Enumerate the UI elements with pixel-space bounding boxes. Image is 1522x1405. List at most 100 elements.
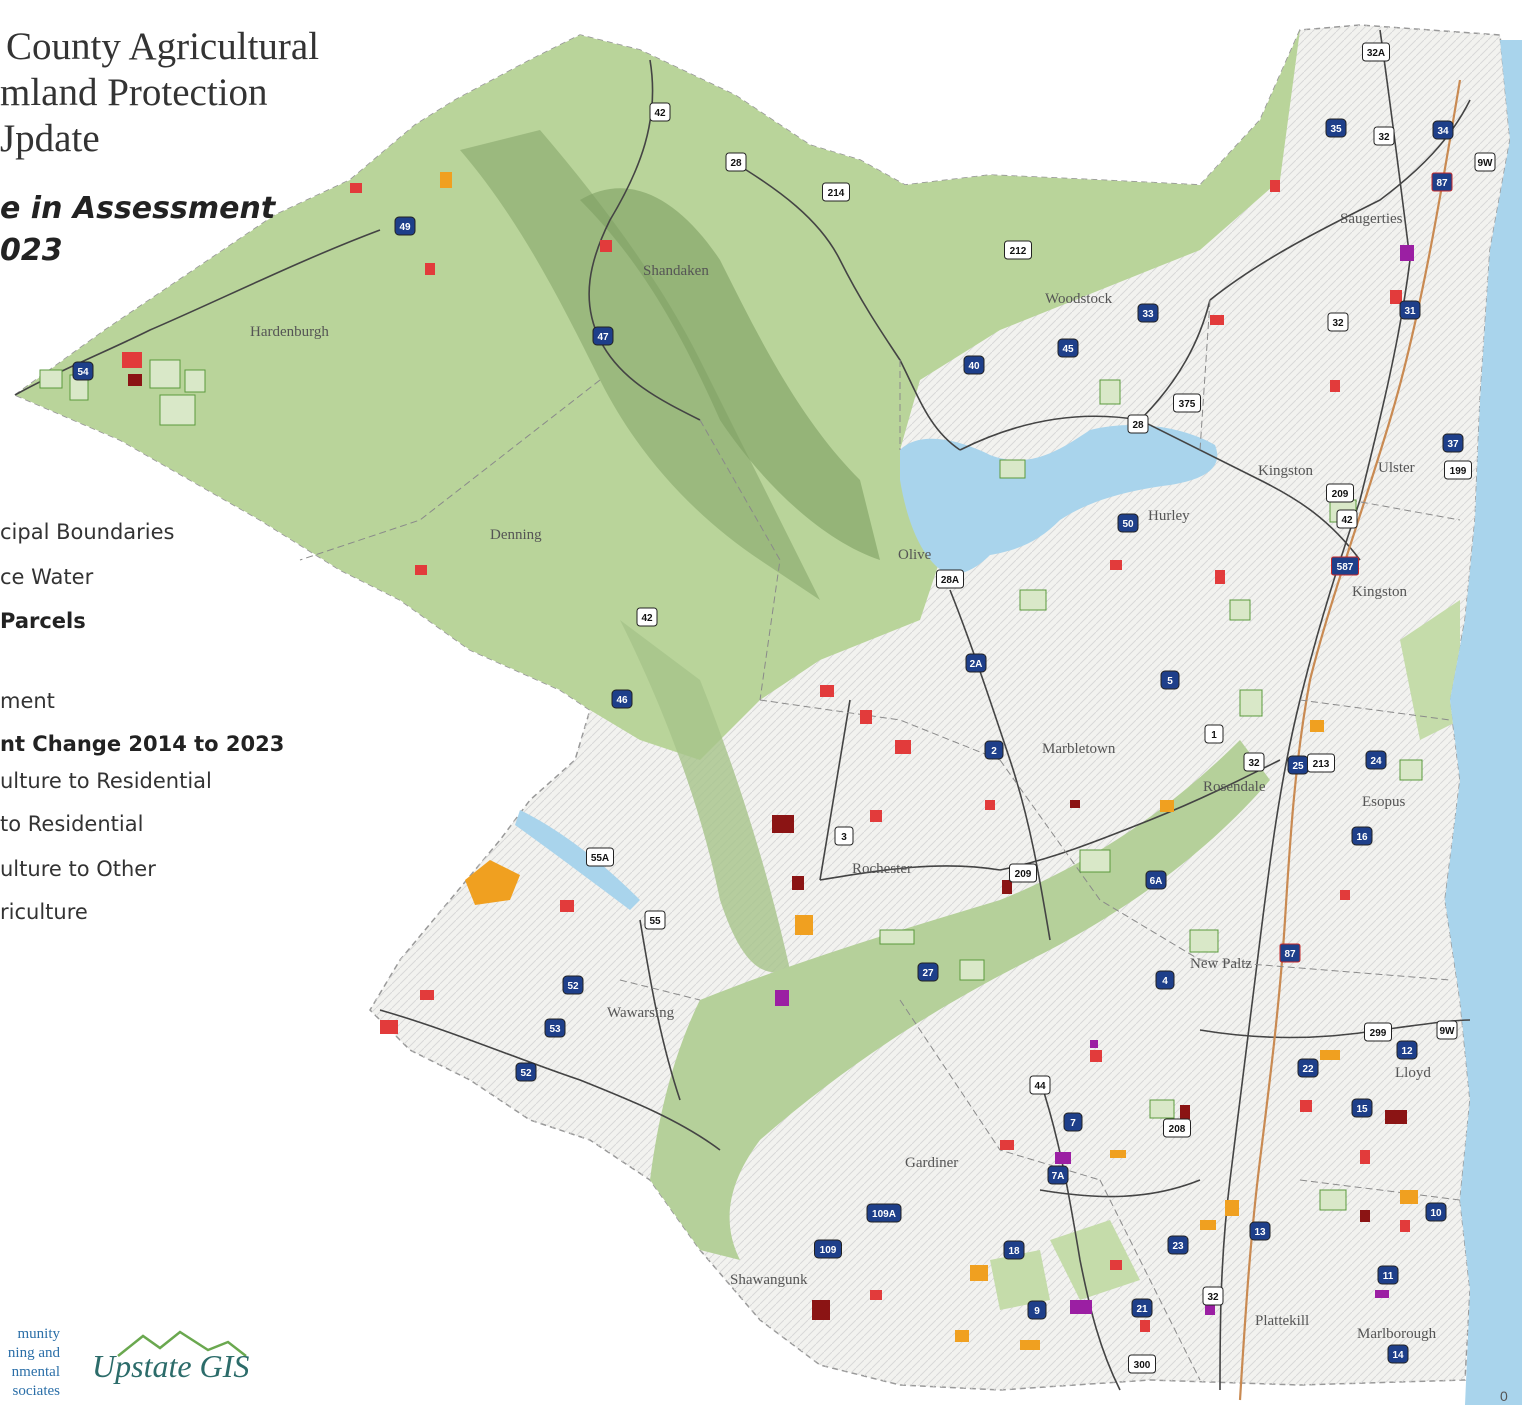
route-shield-label: 1 bbox=[1211, 730, 1217, 741]
route-shield: 213 bbox=[1307, 753, 1335, 773]
route-shield-label: 27 bbox=[922, 968, 934, 979]
route-shield-label: 55A bbox=[591, 853, 609, 864]
place-label: Marlborough bbox=[1357, 1326, 1437, 1342]
route-shield: 300 bbox=[1128, 1354, 1156, 1374]
legend-ag-to-other: ulture to Other bbox=[0, 857, 156, 881]
route-shield: 28 bbox=[1127, 414, 1149, 434]
change-to-residential bbox=[128, 374, 1407, 1320]
route-shield-label: 15 bbox=[1356, 1104, 1368, 1115]
route-shield: 32 bbox=[1373, 126, 1395, 146]
route-shield: 299 bbox=[1364, 1022, 1392, 1042]
route-shield-label: 10 bbox=[1430, 1208, 1442, 1219]
ashokan-reservoir bbox=[900, 425, 1218, 574]
place-label: Rosendale bbox=[1203, 779, 1266, 795]
change-ag-to-residential bbox=[122, 172, 1410, 1332]
route-shield: 7A bbox=[1047, 1165, 1069, 1185]
route-shield-label: 52 bbox=[567, 981, 579, 992]
route-shield-label: 212 bbox=[1010, 246, 1027, 257]
route-shield-label: 40 bbox=[968, 361, 980, 372]
route-shield: 35 bbox=[1325, 118, 1347, 138]
legend-assessment: ment bbox=[0, 689, 55, 713]
route-shield-label: 52 bbox=[520, 1068, 532, 1079]
route-shield-label: 300 bbox=[1134, 1360, 1151, 1371]
change-ag-to-other bbox=[465, 720, 1418, 1350]
legend-municipal-boundaries: cipal Boundaries bbox=[0, 520, 175, 544]
route-shield: 25 bbox=[1287, 755, 1309, 775]
route-shield-label: 7A bbox=[1052, 1171, 1065, 1182]
route-shield-label: 208 bbox=[1169, 1124, 1186, 1135]
legend-to-agriculture: riculture bbox=[0, 900, 88, 924]
title-line: mland Protection bbox=[0, 71, 268, 114]
route-shield: 49 bbox=[394, 216, 416, 236]
route-shield-label: 9 bbox=[1034, 1306, 1040, 1317]
route-shield: 214 bbox=[822, 182, 850, 202]
place-label: Marbletown bbox=[1042, 741, 1116, 757]
route-shield-label: 16 bbox=[1356, 832, 1368, 843]
route-shield-label: 213 bbox=[1313, 759, 1330, 770]
route-shield: 31 bbox=[1399, 300, 1421, 320]
route-shield-label: 109 bbox=[820, 1245, 837, 1256]
place-label: Saugerties bbox=[1340, 211, 1403, 227]
route-shield-label: 214 bbox=[828, 188, 845, 199]
route-shield: 16 bbox=[1351, 826, 1373, 846]
route-shield-label: 299 bbox=[1370, 1028, 1387, 1039]
subtitle-line: 023 bbox=[0, 233, 63, 268]
route-shield-label: 4 bbox=[1162, 976, 1168, 987]
route-shield-label: 5 bbox=[1167, 676, 1173, 687]
route-shield-label: 32 bbox=[1332, 318, 1344, 329]
legend-surface-water: ce Water bbox=[0, 565, 94, 589]
place-label: Shandaken bbox=[643, 263, 709, 279]
mountain-logo-icon bbox=[117, 1330, 247, 1357]
logo-line: ning and bbox=[7, 1345, 60, 1361]
route-shield: 14 bbox=[1387, 1344, 1409, 1364]
route-shield-label: 2 bbox=[991, 746, 997, 757]
route-shield: 27 bbox=[917, 962, 939, 982]
route-shield: 22 bbox=[1297, 1058, 1319, 1078]
route-shield-label: 53 bbox=[549, 1024, 561, 1035]
place-label: Esopus bbox=[1362, 794, 1406, 810]
route-shield: 23 bbox=[1167, 1235, 1189, 1255]
route-shield-label: 37 bbox=[1447, 439, 1459, 450]
route-shield-label: 24 bbox=[1370, 756, 1382, 767]
place-label: New Paltz bbox=[1190, 956, 1252, 972]
route-shield-label: 42 bbox=[641, 613, 653, 624]
route-shield-label: 209 bbox=[1332, 489, 1349, 500]
route-shield-label: 50 bbox=[1122, 519, 1134, 530]
route-shield: 52 bbox=[562, 975, 584, 995]
route-shield: 42 bbox=[636, 607, 658, 627]
route-shield-label: 6A bbox=[1150, 876, 1163, 887]
map-title: County Agricultural mland Protection Jpd… bbox=[0, 24, 319, 162]
route-shield-label: 11 bbox=[1383, 1271, 1394, 1282]
route-shield-label: 109A bbox=[872, 1209, 896, 1220]
route-shield: 45 bbox=[1057, 338, 1079, 358]
route-shield: 212 bbox=[1004, 240, 1032, 260]
route-shield: 55 bbox=[644, 910, 666, 930]
upstate-gis-logo: Upstate GIS bbox=[88, 1328, 249, 1390]
place-label: Wawarsing bbox=[607, 1005, 675, 1021]
route-shield: 34 bbox=[1432, 120, 1454, 140]
route-shield: 46 bbox=[611, 689, 633, 709]
route-shield: 4 bbox=[1155, 970, 1175, 990]
route-shield: 109A bbox=[866, 1203, 902, 1223]
route-shield: 3 bbox=[834, 826, 854, 846]
route-shield-label: 32 bbox=[1248, 758, 1260, 769]
place-label: Ulster bbox=[1378, 460, 1415, 476]
title-line: Jpdate bbox=[0, 117, 100, 160]
route-shield-label: 45 bbox=[1062, 344, 1074, 355]
forest-shawangunk bbox=[650, 740, 1270, 1260]
subtitle-line: e in Assessment bbox=[0, 191, 276, 226]
route-shield-label: 13 bbox=[1254, 1227, 1266, 1238]
route-shield-label: 47 bbox=[597, 332, 609, 343]
route-shield: 55A bbox=[586, 847, 614, 867]
route-shield-label: 28 bbox=[1132, 420, 1144, 431]
route-shield-label: 46 bbox=[616, 695, 628, 706]
route-shield: 50 bbox=[1117, 513, 1139, 533]
route-shield-label: 31 bbox=[1404, 306, 1416, 317]
route-shield: 7 bbox=[1063, 1112, 1083, 1132]
route-shield-label: 32 bbox=[1207, 1292, 1219, 1303]
route-shield: 44 bbox=[1029, 1075, 1051, 1095]
logo-line: sociates bbox=[12, 1383, 60, 1399]
route-shield: 9W bbox=[1474, 152, 1496, 172]
route-shield-label: 9W bbox=[1440, 1026, 1456, 1037]
